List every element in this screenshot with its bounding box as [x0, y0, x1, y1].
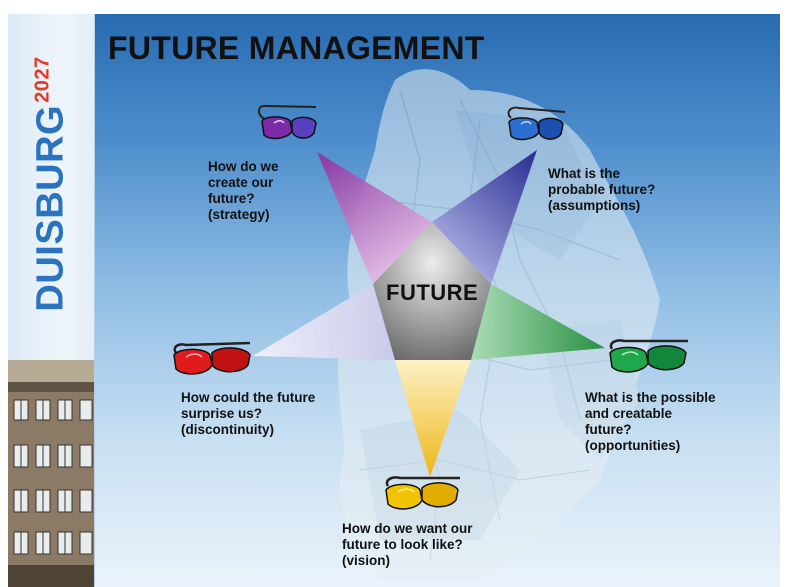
star-center	[373, 222, 491, 360]
question-strategy: How do we create our future? (strategy)	[208, 159, 279, 222]
green-glasses-icon	[609, 339, 688, 373]
star-arm-discontinuity	[253, 284, 395, 360]
red-glasses-icon	[173, 341, 251, 375]
star-arm-vision	[395, 360, 471, 477]
town-hall-building-photo	[8, 360, 94, 587]
slide-title: FUTURE MANAGEMENT	[108, 30, 485, 66]
star-center-label: FUTURE	[386, 280, 479, 305]
purple-glasses-icon	[258, 104, 317, 140]
yellow-glasses-icon	[385, 476, 460, 510]
star-arm-opportunities	[471, 284, 605, 360]
question-vision: How do we want our future to look like? …	[342, 521, 473, 568]
star-arm-assumptions	[432, 150, 537, 284]
future-star-diagram	[173, 69, 688, 580]
star-arm-strategy	[317, 152, 432, 284]
blue-glasses-icon	[507, 106, 566, 141]
sidebar: DUISBURG2027	[8, 14, 95, 587]
question-discontinuity: How could the future surprise us? (disco…	[181, 390, 316, 437]
question-assumptions: What is the probable future? (assumption…	[548, 166, 656, 213]
question-opportunities: What is the possible and creatable futur…	[585, 390, 716, 453]
slide: DUISBURG2027 FUTURE MANAGEMENT	[8, 14, 780, 587]
